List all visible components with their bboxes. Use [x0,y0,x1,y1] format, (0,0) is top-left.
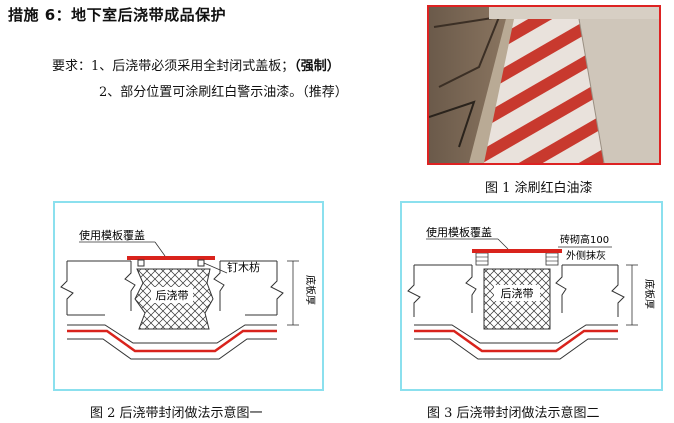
requirement-2-tag: （推荐） [302,85,348,100]
diagram-1-frame: 后浇带 使用模板覆盖 钉木枋 底板厚 [53,201,324,391]
band-label-2: 后浇带 [501,287,534,300]
requirement-1-text: 要求：1、后浇带必须采用全封闭式盖板； [52,59,295,74]
requirement-2: 2、部分位置可涂刷红白警示油漆。（推荐） [99,81,348,100]
painted-strip-photo [427,5,661,165]
nail-label-1: 钉木枋 [227,260,260,274]
page-title: 措施 6：地下室后浇带成品保护 [8,6,227,24]
thickness-label-1: 底板厚 [304,275,317,305]
brick-label-2: 砖砌高100 [560,233,609,246]
plaster-label-2: 外侧抹灰 [566,249,606,262]
diagram-2-frame: 后浇带 使用模板覆盖 砖砌高100 外侧抹灰 底板厚 [400,201,663,391]
requirement-1: 要求：1、后浇带必须采用全封闭式盖板；（强制） [52,55,340,74]
cover-label-1: 使用模板覆盖 [79,228,145,242]
requirement-1-tag: （强制） [294,59,340,74]
band-label-1: 后浇带 [156,289,189,302]
figure-1-caption: 图 1 涂刷红白油漆 [485,181,593,196]
requirement-2-text: 2、部分位置可涂刷红白警示油漆。 [99,85,303,100]
thickness-label-2: 底板厚 [643,279,656,309]
diagram-2: 后浇带 使用模板覆盖 砖砌高100 外侧抹灰 底板厚 [407,225,656,360]
diagram-1: 后浇带 使用模板覆盖 钉木枋 底板厚 [60,228,317,360]
figure-2-caption: 图 2 后浇带封闭做法示意图一 [90,406,263,421]
cover-label-2: 使用模板覆盖 [426,225,492,239]
figure-3-caption: 图 3 后浇带封闭做法示意图二 [427,406,600,421]
